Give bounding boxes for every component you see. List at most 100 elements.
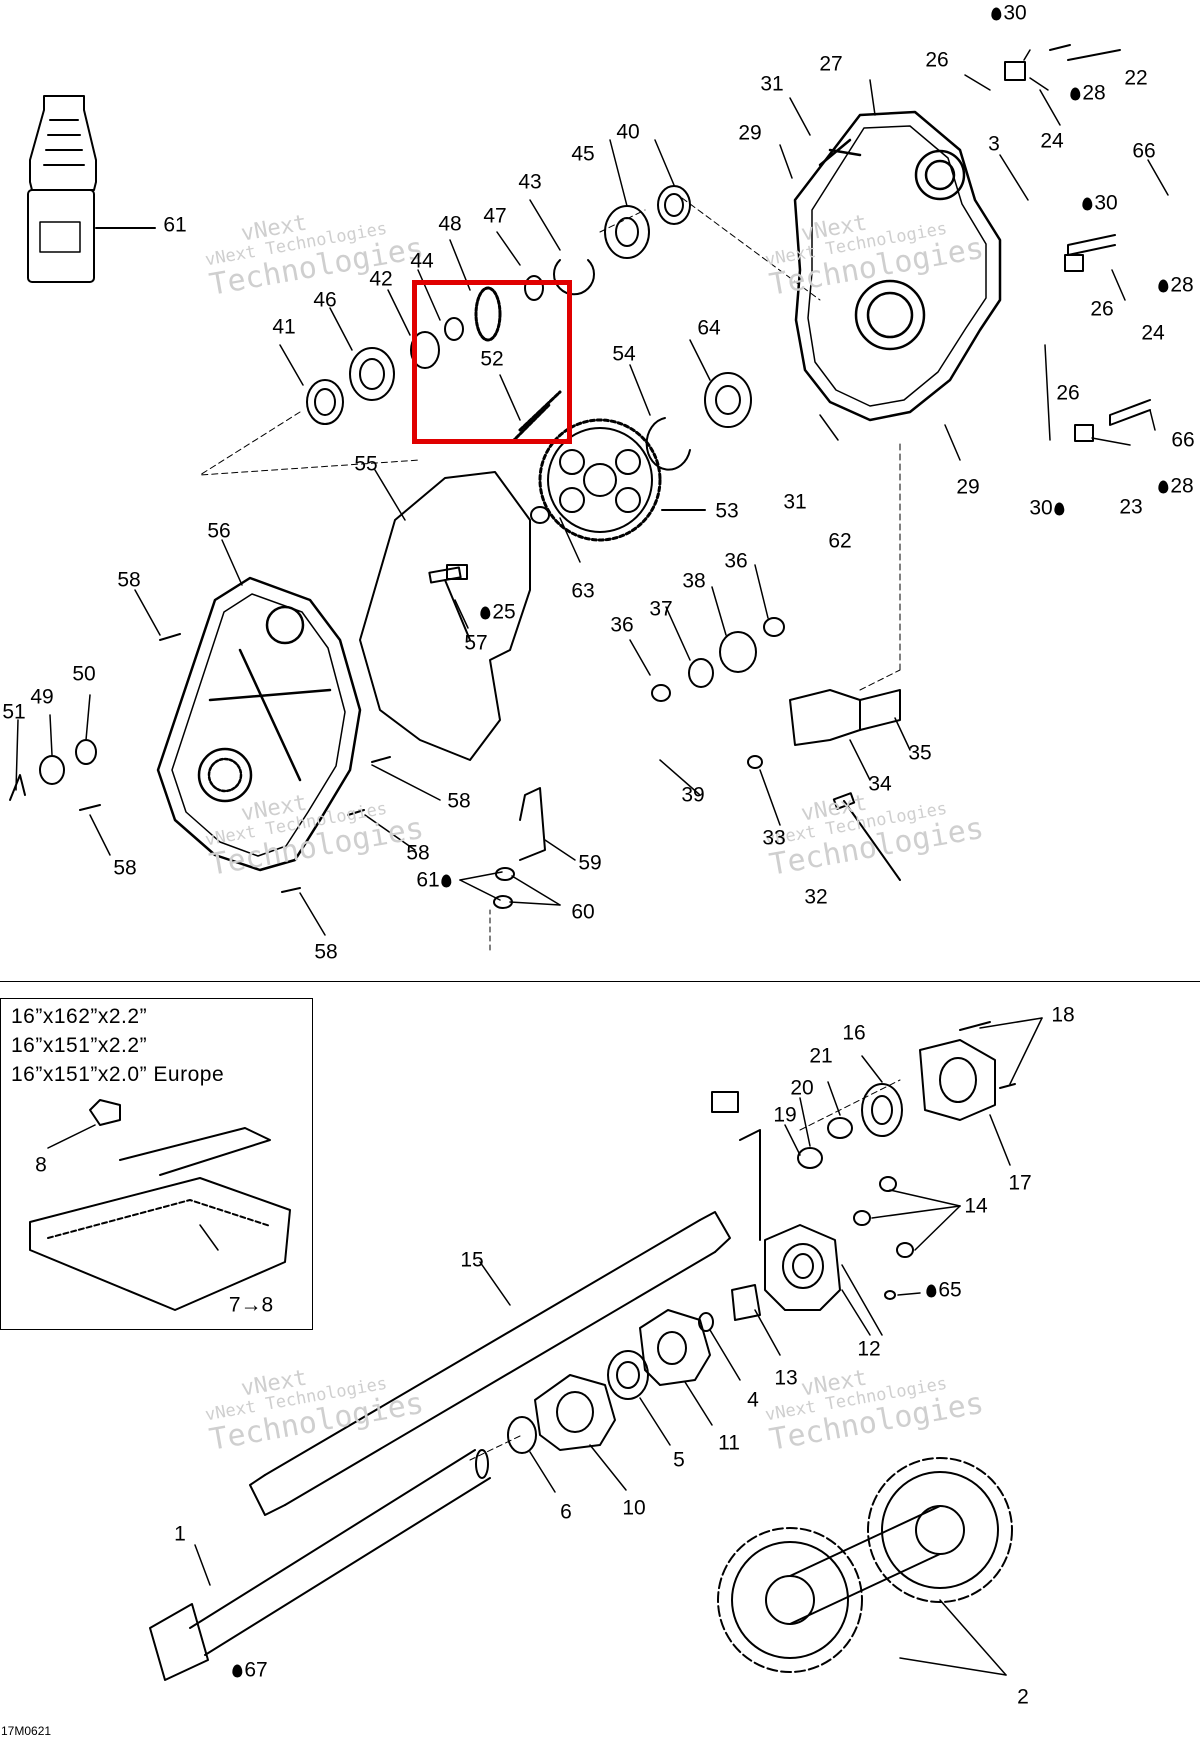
callout: 66 [1132,139,1156,163]
callout: 8 [35,1153,47,1177]
callout: 12 [857,1337,881,1361]
droplet-icon [480,606,491,620]
callout: 61 [416,870,453,891]
tensioner-parts [651,439,901,881]
callout: 46 [313,288,337,312]
callout: 15 [460,1248,484,1272]
callout: 58 [113,856,137,880]
chaincase-housing [793,110,1002,422]
callout: 16 [842,1021,866,1045]
callout: 58 [406,841,430,865]
callout: 56 [207,519,231,543]
callout: 54 [612,342,636,366]
diagram-code: 17M0621 [1,1724,52,1738]
callout: 38 [682,569,706,593]
callout: 31 [760,72,784,96]
callout: 37 [649,597,673,621]
callout: 18 [1051,1003,1075,1027]
callout: 13 [774,1366,798,1390]
callout: 57 [464,631,488,655]
callout: 34 [868,772,892,796]
callout: 26 [1090,297,1114,321]
callout: 17 [1008,1171,1032,1195]
chaincase-cover [156,576,362,872]
callout: 26 [1056,381,1080,405]
track-size-1: 16”x162”x2.2” [11,1005,148,1028]
droplet-icon [1158,480,1169,494]
drive-sprockets [717,1457,1013,1673]
callout: 1 [174,1522,186,1546]
callout: 19 [773,1103,797,1127]
callout: 42 [369,267,393,291]
callout: 67 [232,1660,268,1681]
oil-bottle-icon [27,95,156,283]
callout: 63 [571,579,595,603]
callout: 24 [1141,321,1165,345]
droplet-icon [1070,87,1081,101]
callout: 7→8 [228,1293,274,1317]
droplet-icon [1158,279,1169,293]
callout: 33 [762,826,786,850]
callout: 66 [1171,428,1195,452]
droplet-icon [926,1284,937,1298]
droplet-icon [441,874,452,888]
callout: 21 [809,1044,833,1068]
callout: 58 [117,568,141,592]
callout: 3 [988,132,1000,156]
callout: 27 [819,52,843,76]
callout: 48 [438,212,462,236]
callout: 6 [560,1500,572,1524]
callout: 61 [163,213,187,237]
callout: 31 [783,490,807,514]
track-inset: 16”x162”x2.2” 16”x151”x2.2” 16”x151”x2.0… [0,998,313,1330]
track-size-3: 16”x151”x2.0” Europe [11,1063,225,1086]
callout: 2 [1017,1685,1029,1709]
callout: 25 [480,602,516,623]
callout: 65 [926,1280,962,1301]
drive-chain [510,390,562,444]
callout: 28 [1158,476,1194,497]
callout: 40 [616,120,640,144]
callout: 29 [956,475,980,499]
callout: 62 [828,529,852,553]
bolts [9,44,1151,951]
callout: 47 [483,204,507,228]
callout: 49 [30,685,54,709]
droplet-icon [1082,197,1093,211]
callout: 35 [908,741,932,765]
leader-lines [15,49,1169,1676]
callout: 20 [790,1076,814,1100]
callout: 10 [622,1496,646,1520]
upper-shaft-parts [199,185,821,476]
callout: 24 [1040,129,1064,153]
callout: 59 [578,851,602,875]
track-illustration [29,1099,291,1311]
callout: 29 [738,121,762,145]
callout: 22 [1124,66,1148,90]
callout: 36 [610,613,634,637]
callout: 30 [991,3,1027,24]
callout: 58 [314,940,338,964]
callout: 58 [447,789,471,813]
callout: 41 [272,315,296,339]
callout: 36 [724,549,748,573]
callout: 4 [747,1388,759,1412]
callout: 43 [518,170,542,194]
callout: 45 [571,142,595,166]
highlight-box [412,280,572,444]
track-size-2: 16”x151”x2.2” [11,1034,148,1057]
callout: 26 [925,48,949,72]
callout: 53 [715,499,739,523]
drive-axle [149,1211,731,1681]
callout: 50 [72,662,96,686]
gasket [359,471,531,761]
callout: 51 [2,700,26,724]
callout: 28 [1158,275,1194,296]
callout: 14 [964,1194,988,1218]
callout: 52 [480,347,504,371]
droplet-icon [991,7,1002,21]
droplet-icon [232,1664,243,1678]
callout: 55 [354,452,378,476]
callout: 11 [718,1431,740,1455]
